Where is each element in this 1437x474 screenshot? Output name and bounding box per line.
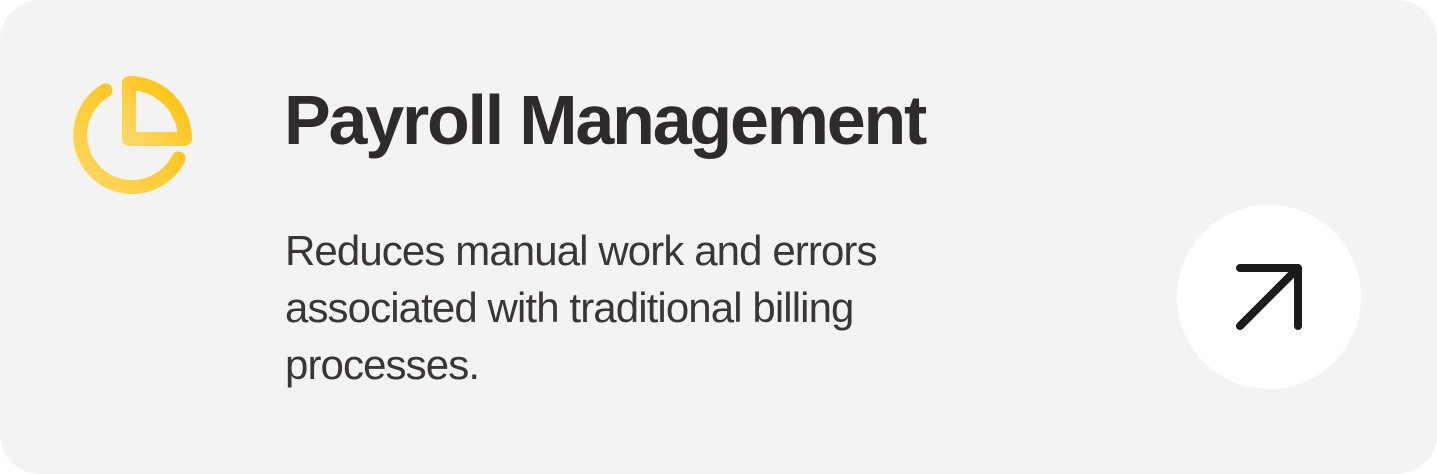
- arrow-up-right-icon: [1236, 264, 1302, 330]
- card-description: Reduces manual work and errors associate…: [285, 227, 878, 388]
- open-details-button[interactable]: [1177, 205, 1361, 389]
- pie-chart-icon: [66, 76, 192, 202]
- card-title: Payroll Management: [284, 81, 927, 159]
